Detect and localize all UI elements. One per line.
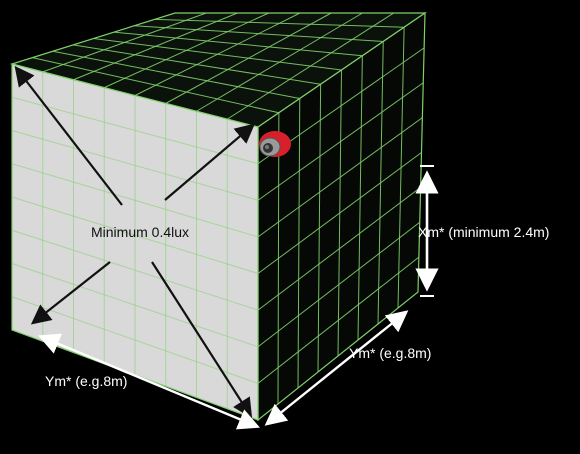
grid-line [113, 31, 363, 57]
depth-label: Ym* (e.g.8m) [349, 345, 431, 361]
top-face-grid [32, 12, 405, 120]
arrow-top-right [164, 123, 256, 201]
depth-dimension-arrow [264, 310, 409, 426]
grid-line [165, 12, 332, 104]
grid-line [257, 186, 421, 311]
grid-line [11, 263, 259, 348]
grid-line [134, 12, 301, 96]
grid-line [397, 27, 405, 309]
arrow-bottom-left [30, 261, 111, 325]
grid-line [11, 229, 259, 311]
grid-line [377, 41, 384, 325]
arrow-top-left [14, 65, 123, 206]
width-label: Ym* (e.g.8m) [45, 373, 127, 389]
center-label: Minimum 0.4lux [91, 224, 189, 240]
grid-line [11, 196, 259, 274]
grid-line [134, 25, 384, 42]
grid-line [196, 12, 363, 112]
grid-line [154, 18, 405, 28]
grid-line [357, 55, 363, 341]
height-label: Xm* (minimum 2.4m) [418, 224, 549, 240]
grid-line [226, 12, 395, 120]
camera-icon [259, 131, 291, 157]
grid-line [257, 152, 422, 274]
front-face-grid [11, 71, 259, 409]
width-dimension-arrow [38, 333, 260, 430]
